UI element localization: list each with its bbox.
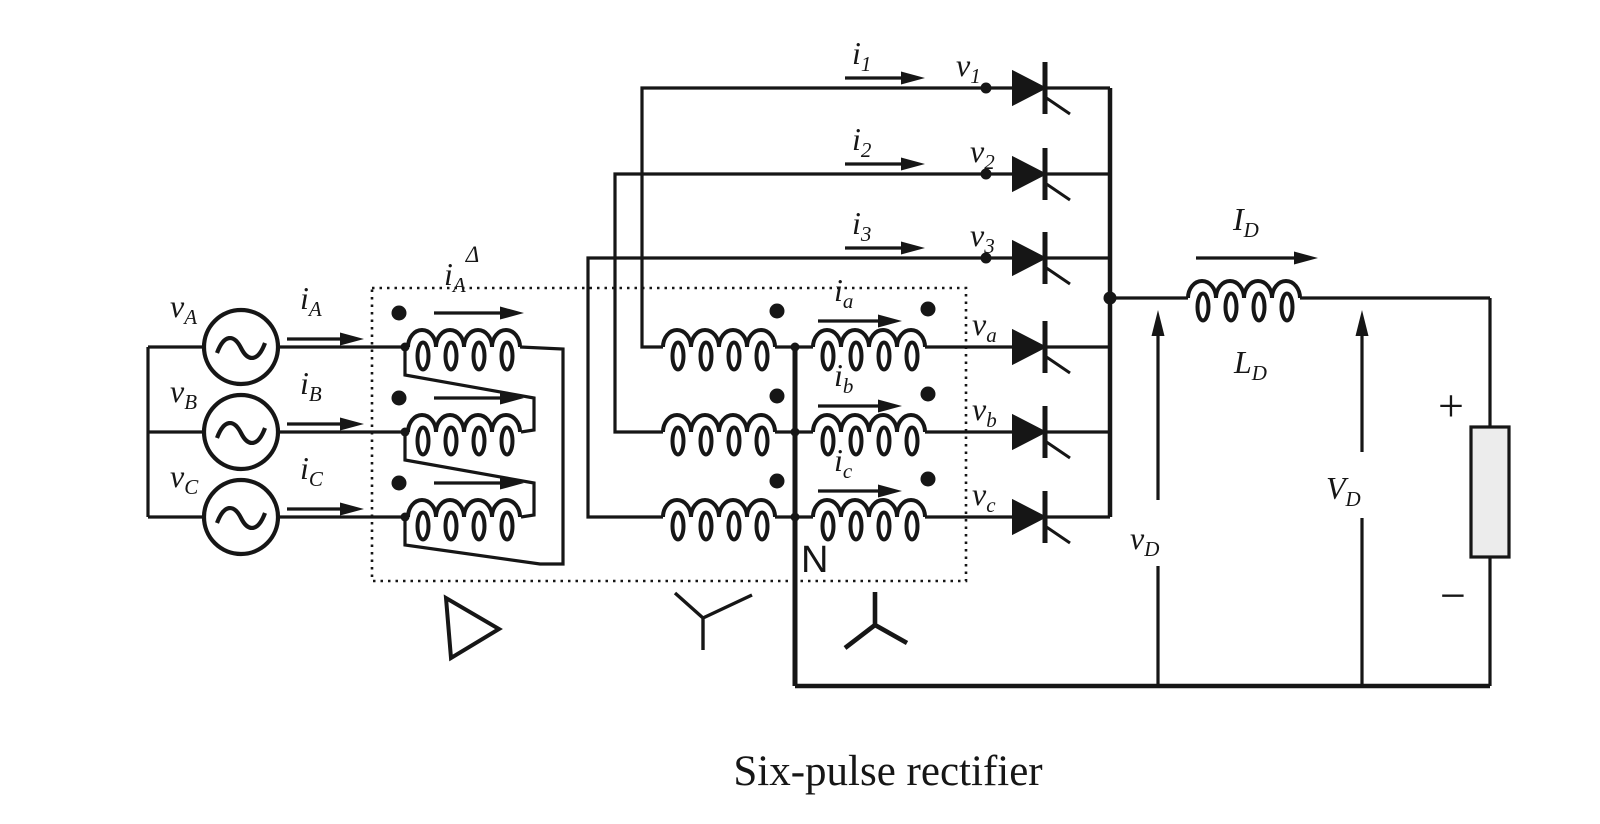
label-source-voltage-a: vA xyxy=(170,288,197,329)
label-branch-current-1: i1 xyxy=(852,35,871,76)
label-secondary-voltage-c: vc xyxy=(972,476,996,517)
polarity-dot-primary-c xyxy=(391,475,407,491)
label-source-current-a: iA xyxy=(300,280,322,321)
branch-3-wire xyxy=(586,256,1013,519)
label-source-voltage-b: vB xyxy=(170,373,197,414)
arrow-secondary-b-head xyxy=(878,399,902,413)
label-plus: + xyxy=(1438,380,1464,431)
delta-link-a-to-b xyxy=(403,347,536,434)
three-phase-source-network: vA vB vC iA iB iC xyxy=(146,280,408,554)
label-secondary-current-b: ib xyxy=(834,357,853,398)
load-resistor xyxy=(1469,425,1511,559)
label-minus: − xyxy=(1440,570,1466,621)
arrow-branch-3-head xyxy=(901,241,925,255)
label-branch-current-3: i3 xyxy=(852,205,871,246)
arrow-primary-a-head xyxy=(500,306,524,320)
label-dc-current: ID xyxy=(1232,201,1259,242)
delta-symbol-icon xyxy=(443,594,503,662)
label-secondary-current-a: ia xyxy=(834,272,853,313)
polarity-dot-secondary-right-a xyxy=(920,301,936,317)
winding-configuration-symbols xyxy=(443,591,909,662)
ac-source-c-icon xyxy=(204,480,278,554)
primary-coil-b-icon xyxy=(406,413,522,457)
wye-symbol-icon xyxy=(673,591,753,650)
arrow-branch-1-head xyxy=(901,71,925,85)
label-branch-voltage-3: v3 xyxy=(970,217,995,258)
label-source-current-c: iC xyxy=(300,450,324,491)
ac-source-a-icon xyxy=(204,310,278,384)
upper-branch-lines: i1 i2 i3 v1 v2 v3 xyxy=(586,35,1013,519)
node-v2 xyxy=(980,168,992,180)
arrow-secondary-c-head xyxy=(878,484,902,498)
primary-coil-c-icon xyxy=(406,498,522,542)
delta-primary-windings: iAΔ xyxy=(391,242,565,566)
branch-2-wire xyxy=(613,172,1013,434)
VD-arrow-head xyxy=(1355,310,1369,336)
arrow-secondary-a-head xyxy=(878,314,902,328)
secondary-right-coil-c-icon xyxy=(811,498,927,542)
secondary-left-coil-a-icon xyxy=(661,328,777,372)
label-dc-voltage-out: VD xyxy=(1326,470,1361,511)
wye-inverted-symbol-icon xyxy=(843,592,909,650)
label-branch-voltage-1: v1 xyxy=(956,47,981,88)
rectifier-valves xyxy=(1013,62,1117,543)
arrow-dc-current-head xyxy=(1294,251,1318,265)
polarity-dot-secondary-left-b xyxy=(769,388,785,404)
arrow-branch-2-head xyxy=(901,157,925,171)
polarity-dot-secondary-right-c xyxy=(920,471,936,487)
dc-output-circuit: ID LD vD VD + − xyxy=(1110,201,1511,686)
transformer-boundary-box xyxy=(370,286,968,583)
vd-arrow-head xyxy=(1151,310,1165,336)
ac-source-b-icon xyxy=(204,395,278,469)
polarity-dot-primary-b xyxy=(391,390,407,406)
secondary-left-coil-c-icon xyxy=(661,498,777,542)
label-secondary-current-c: ic xyxy=(834,442,853,483)
neutral-return-path: N xyxy=(792,347,1490,689)
smoothing-inductor-icon xyxy=(1186,279,1302,323)
branch-1-wire xyxy=(640,86,1013,349)
secondary-right-coil-b-icon xyxy=(811,413,927,457)
delta-link-b-to-c xyxy=(403,432,536,519)
label-branch-voltage-2: v2 xyxy=(970,133,995,174)
arrow-current-a-head xyxy=(340,332,364,346)
label-inductor: LD xyxy=(1233,344,1267,385)
polarity-dot-secondary-left-c xyxy=(769,473,785,489)
secondary-right-coil-a-icon xyxy=(811,328,927,372)
secondary-right-windings: ia ib ic va vb vc xyxy=(795,272,1013,542)
secondary-left-windings xyxy=(661,303,800,542)
label-dc-voltage-inst: vD xyxy=(1130,520,1159,561)
label-branch-current-2: i2 xyxy=(852,121,872,162)
label-source-current-b: iB xyxy=(300,365,322,406)
delta-link-c-to-a xyxy=(403,345,565,566)
label-neutral: N xyxy=(801,539,828,581)
secondary-left-coil-b-icon xyxy=(661,413,777,457)
polarity-dot-primary-a xyxy=(391,305,407,321)
node-v1 xyxy=(980,82,992,94)
node-v3 xyxy=(980,252,992,264)
primary-coil-a-icon xyxy=(406,328,522,372)
label-secondary-voltage-a: va xyxy=(972,306,997,347)
arrow-current-c-head xyxy=(340,502,364,516)
polarity-dot-secondary-left-a xyxy=(769,303,785,319)
figure-caption: Six-pulse rectifier xyxy=(733,748,1042,795)
polarity-dot-secondary-right-b xyxy=(920,386,936,402)
arrow-current-b-head xyxy=(340,417,364,431)
label-source-voltage-c: vC xyxy=(170,458,199,499)
label-delta-winding-current: iAΔ xyxy=(444,242,479,297)
label-secondary-voltage-b: vb xyxy=(972,391,997,432)
